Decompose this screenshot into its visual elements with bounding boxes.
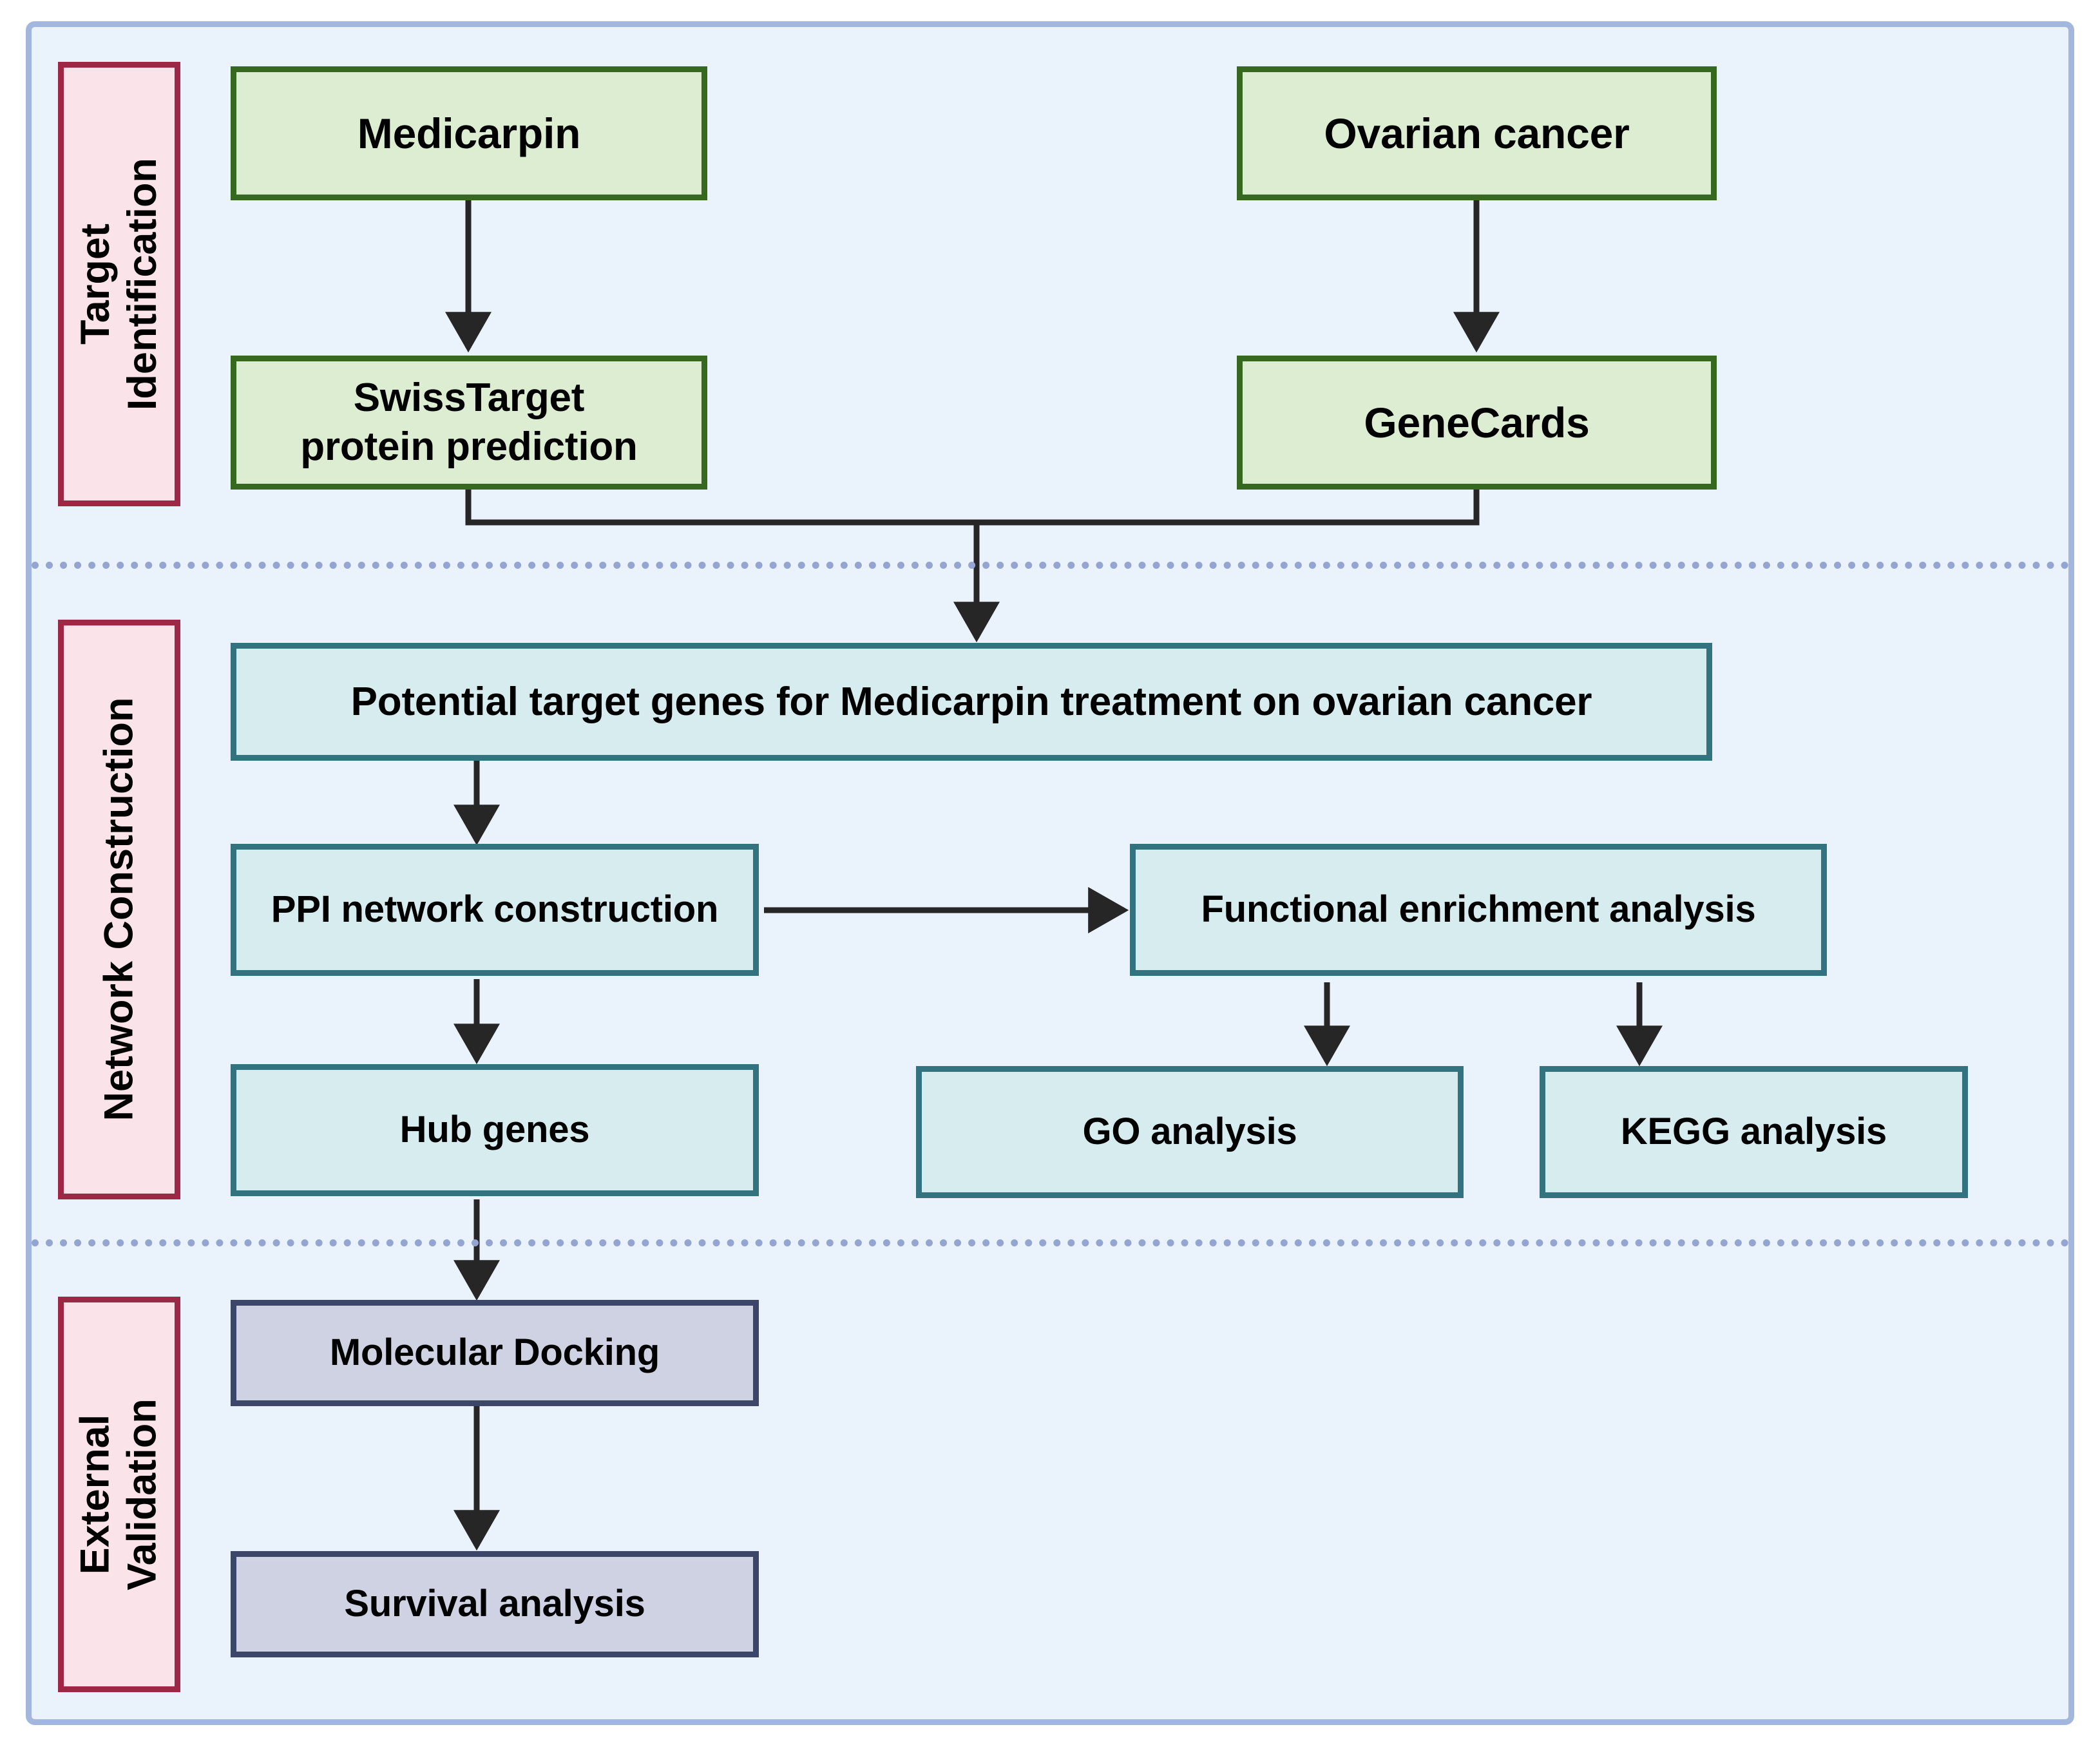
node-genecards-label: GeneCards bbox=[1364, 398, 1590, 446]
node-ppi-network-construction-label: PPI network construction bbox=[271, 888, 719, 931]
node-ovarian-cancer[interactable]: Ovarian cancer bbox=[1237, 66, 1717, 200]
node-medicarpin-label: Medicarpin bbox=[357, 109, 581, 157]
divider-network-validation bbox=[32, 1239, 2069, 1246]
node-go-analysis[interactable]: GO analysis bbox=[916, 1066, 1464, 1198]
node-potential-target-genes-label: Potential target genes for Medicarpin tr… bbox=[350, 679, 1592, 724]
node-molecular-docking[interactable]: Molecular Docking bbox=[231, 1300, 759, 1406]
node-survival-analysis[interactable]: Survival analysis bbox=[231, 1551, 759, 1657]
node-medicarpin[interactable]: Medicarpin bbox=[231, 66, 707, 200]
node-hub-genes-label: Hub genes bbox=[399, 1109, 590, 1151]
node-hub-genes[interactable]: Hub genes bbox=[231, 1064, 759, 1196]
node-kegg-analysis[interactable]: KEGG analysis bbox=[1540, 1066, 1968, 1198]
divider-target-network bbox=[32, 562, 2069, 569]
node-functional-enrichment-analysis[interactable]: Functional enrichment analysis bbox=[1130, 844, 1827, 976]
node-potential-target-genes[interactable]: Potential target genes for Medicarpin tr… bbox=[231, 643, 1712, 761]
node-molecular-docking-label: Molecular Docking bbox=[329, 1331, 660, 1374]
node-functional-enrichment-analysis-label: Functional enrichment analysis bbox=[1201, 888, 1756, 931]
node-kegg-analysis-label: KEGG analysis bbox=[1620, 1111, 1887, 1153]
node-survival-analysis-label: Survival analysis bbox=[344, 1583, 645, 1625]
node-go-analysis-label: GO analysis bbox=[1082, 1111, 1297, 1153]
node-ppi-network-construction[interactable]: PPI network construction bbox=[231, 844, 759, 976]
node-genecards[interactable]: GeneCards bbox=[1237, 356, 1717, 490]
stage-label-network-construction-text: Network Construction bbox=[96, 697, 142, 1122]
stage-label-network-construction: Network Construction bbox=[58, 620, 180, 1199]
node-ovarian-cancer-label: Ovarian cancer bbox=[1324, 109, 1630, 157]
